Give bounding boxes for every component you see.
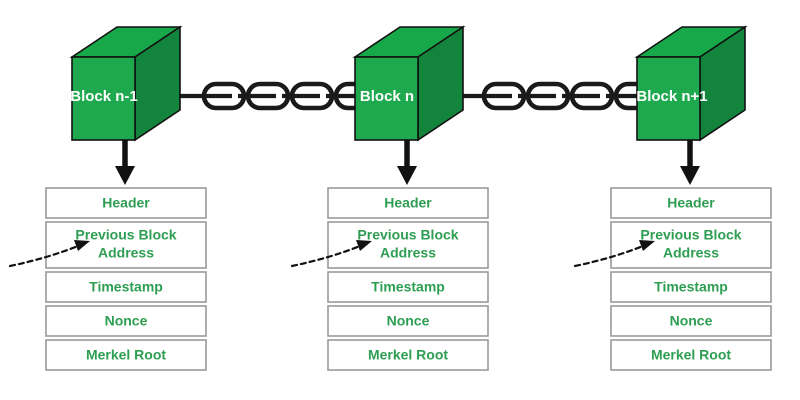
cube-front-face xyxy=(636,56,701,141)
field-box-previous-block-address[interactable] xyxy=(45,221,207,269)
field-box-header[interactable] xyxy=(610,187,772,219)
block-cube-n-plus-1[interactable]: Block n+1 xyxy=(634,25,748,142)
field-label-timestamp: Timestamp xyxy=(89,279,163,295)
cube-label: Block n-1 xyxy=(70,88,138,105)
down-arrow-3 xyxy=(680,140,700,185)
down-arrow-2 xyxy=(397,140,417,185)
field-label-merkel-root: Merkel Root xyxy=(368,347,448,363)
field-box-header[interactable] xyxy=(327,187,489,219)
block-cube-n-minus-1[interactable]: Block n-1 xyxy=(69,25,183,142)
cube-front-face xyxy=(354,56,419,141)
field-label-header: Header xyxy=(102,195,150,211)
previous-block-pointer-arrow-2 xyxy=(290,240,372,268)
field-label-header: Header xyxy=(384,195,432,211)
down-arrow-head xyxy=(680,166,700,185)
down-arrow-head xyxy=(397,166,417,185)
field-box-nonce[interactable] xyxy=(610,305,772,337)
field-box-previous-block-address[interactable] xyxy=(610,221,772,269)
field-box-merkel-root[interactable] xyxy=(610,339,772,371)
field-box-nonce[interactable] xyxy=(45,305,207,337)
block-fields-n-minus-1: Header Previous Block Address Timestamp … xyxy=(45,187,207,371)
block-cube-n[interactable]: Block n xyxy=(352,25,466,142)
down-arrow-head xyxy=(115,166,135,185)
field-label-previous-block-address-line1: Previous Block xyxy=(357,227,458,243)
field-label-header: Header xyxy=(667,195,715,211)
field-box-timestamp[interactable] xyxy=(327,271,489,303)
dashed-arrow-path xyxy=(290,244,362,268)
previous-block-pointer-arrow-1 xyxy=(8,240,90,268)
block-fields-n: Header Previous Block Address Timestamp … xyxy=(327,187,489,371)
field-label-nonce: Nonce xyxy=(387,313,430,329)
down-arrow-1 xyxy=(115,140,135,185)
dashed-arrow-head xyxy=(74,240,90,251)
field-box-previous-block-address[interactable] xyxy=(327,221,489,269)
previous-block-pointer-arrow-3 xyxy=(573,240,655,268)
field-label-timestamp: Timestamp xyxy=(654,279,728,295)
dashed-arrow-head xyxy=(639,240,655,251)
field-label-previous-block-address-line1: Previous Block xyxy=(640,227,741,243)
chain-connector-2 xyxy=(458,81,659,111)
field-label-nonce: Nonce xyxy=(670,313,713,329)
field-box-nonce[interactable] xyxy=(327,305,489,337)
field-box-merkel-root[interactable] xyxy=(45,339,207,371)
cube-front-face xyxy=(71,56,136,141)
block-fields-n-plus-1: Header Previous Block Address Timestamp … xyxy=(610,187,772,371)
field-box-timestamp[interactable] xyxy=(45,271,207,303)
dashed-arrow-path xyxy=(8,244,80,268)
field-label-merkel-root: Merkel Root xyxy=(651,347,731,363)
field-label-merkel-root: Merkel Root xyxy=(86,347,166,363)
field-box-merkel-root[interactable] xyxy=(327,339,489,371)
dashed-arrow-head xyxy=(356,240,372,251)
field-label-timestamp: Timestamp xyxy=(371,279,445,295)
field-label-previous-block-address-line2: Address xyxy=(98,245,154,261)
field-box-timestamp[interactable] xyxy=(610,271,772,303)
field-label-previous-block-address-line1: Previous Block xyxy=(75,227,176,243)
field-label-nonce: Nonce xyxy=(105,313,148,329)
chain-connector-1 xyxy=(178,81,379,111)
field-label-previous-block-address-line2: Address xyxy=(663,245,719,261)
field-label-previous-block-address-line2: Address xyxy=(380,245,436,261)
cube-label: Block n xyxy=(360,88,414,105)
dashed-arrow-path xyxy=(573,244,645,268)
field-box-header[interactable] xyxy=(45,187,207,219)
cube-label: Block n+1 xyxy=(636,88,707,105)
